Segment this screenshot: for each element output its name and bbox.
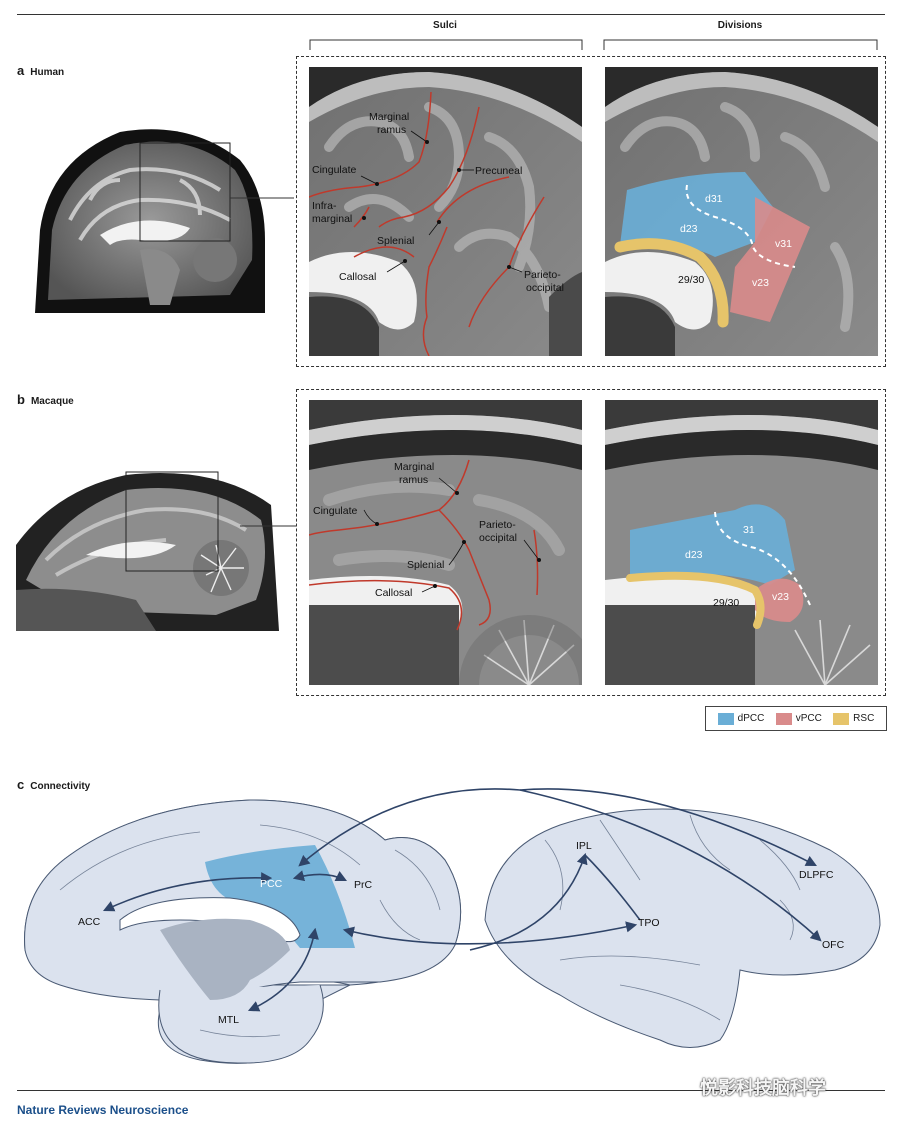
connectivity-labels: PCC PrC ACC MTL IPL TPO DLPFC OFC <box>78 840 845 1026</box>
journal-footer: Nature Reviews Neuroscience <box>17 1103 189 1117</box>
label-d31: d31 <box>705 193 723 205</box>
legend-label-vpcc: vPCC <box>795 713 822 724</box>
legend: dPCC vPCC RSC <box>705 706 887 731</box>
macaque-whole-brain-mri <box>16 450 279 631</box>
label-dlpfc: DLPFC <box>799 869 834 881</box>
bottom-rule <box>17 1090 885 1091</box>
top-rule <box>17 14 885 15</box>
legend-item-vpcc: vPCC <box>775 712 822 725</box>
human-sulci-labels: Marginal ramus Cingulate Precuneal Infra… <box>312 111 564 294</box>
human-whole-brain-mri <box>30 120 265 313</box>
lateral-hemisphere-outline <box>484 808 881 1048</box>
divisions-column-header: Divisions <box>717 20 763 31</box>
label-macaque-v23: v23 <box>772 591 789 603</box>
legend-swatch-rsc <box>833 712 850 725</box>
label-parieto-occipital-line2: occipital <box>526 282 564 294</box>
macaque-dashed-frame <box>296 389 886 696</box>
human-divisions-mri: d31 d23 v31 v23 29/30 <box>605 67 878 356</box>
label-29-30-macaque: 29/30 <box>713 597 739 609</box>
label-macaque-parieto-occipital-line1: Parieto- <box>479 519 516 531</box>
label-pcc: PCC <box>260 878 283 890</box>
legend-item-rsc: RSC <box>833 712 875 725</box>
human-sulci-mri: Marginal ramus Cingulate Precuneal Infra… <box>309 67 582 356</box>
label-macaque-31: 31 <box>743 524 755 536</box>
label-macaque-marginal-ramus-line2: ramus <box>399 474 428 486</box>
column-brackets <box>309 39 878 50</box>
legend-label-dpcc: dPCC <box>737 713 765 724</box>
label-mtl: MTL <box>218 1014 239 1026</box>
human-dashed-frame <box>296 56 886 367</box>
macaque-vpcc-region <box>755 578 804 622</box>
macaque-sulci-mri: Marginal ramus Cingulate Parieto- occipi… <box>309 400 582 685</box>
label-inframarginal-line2: marginal <box>312 213 352 225</box>
label-macaque-d23: d23 <box>685 549 703 561</box>
label-tpo: TPO <box>638 917 660 929</box>
macaque-zoom-connector <box>240 525 296 527</box>
sulci-column-header: Sulci <box>433 20 457 31</box>
legend-label-rsc: RSC <box>853 713 875 724</box>
label-29-30-human: 29/30 <box>678 274 704 286</box>
label-parieto-occipital-line1: Parieto- <box>524 269 561 281</box>
label-v31: v31 <box>775 238 792 250</box>
human-vpcc-region <box>730 197 810 322</box>
watermark: 悦影科技脑科学 <box>700 1078 826 1099</box>
macaque-divisions-mri: 31 d23 29/30 v23 <box>605 400 878 685</box>
label-d23: d23 <box>680 223 698 235</box>
temporal-lobe-outline <box>158 984 324 1064</box>
label-acc: ACC <box>78 916 101 928</box>
label-macaque-cingulate: Cingulate <box>313 505 358 517</box>
label-marginal-ramus-line1: Marginal <box>369 111 409 123</box>
label-marginal-ramus-line2: ramus <box>377 124 406 136</box>
label-callosal: Callosal <box>339 271 376 283</box>
human-zoom-connector <box>230 197 294 199</box>
label-macaque-parieto-occipital-line2: occipital <box>479 532 517 544</box>
macaque-dpcc-region <box>630 504 795 585</box>
label-inframarginal-line1: Infra- <box>312 200 337 212</box>
legend-item-dpcc: dPCC <box>717 712 765 725</box>
label-macaque-splenial: Splenial <box>407 559 444 571</box>
label-ofc: OFC <box>822 939 845 951</box>
label-v23: v23 <box>752 277 769 289</box>
macaque-rsc-region <box>626 571 765 629</box>
human-rsc-region <box>614 238 729 328</box>
label-ipl: IPL <box>576 840 592 852</box>
label-prc: PrC <box>354 879 373 891</box>
human-dpcc-region <box>620 172 773 257</box>
label-precuneal: Precuneal <box>475 165 522 177</box>
label-splenial: Splenial <box>377 235 414 247</box>
label-macaque-callosal: Callosal <box>375 587 412 599</box>
label-cingulate: Cingulate <box>312 164 357 176</box>
legend-swatch-dpcc <box>717 712 734 725</box>
legend-swatch-vpcc <box>775 712 792 725</box>
connectivity-diagram: PCC PrC ACC MTL IPL TPO DLPFC OFC <box>24 788 881 1064</box>
label-macaque-marginal-ramus-line1: Marginal <box>394 461 434 473</box>
